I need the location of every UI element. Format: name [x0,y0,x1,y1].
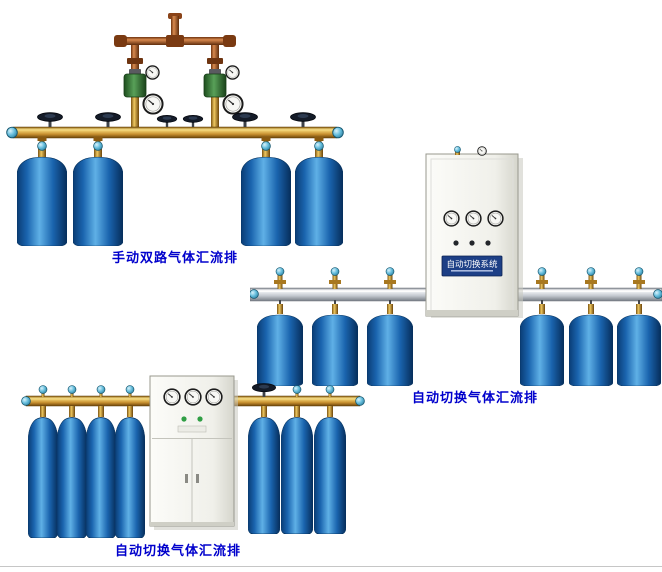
pressure-gauge-icon [142,93,164,115]
end-cap-knob-icon [653,289,662,299]
gas-cylinder [17,156,67,246]
end-cap-knob-icon [6,126,18,139]
control-cabinet [149,375,238,530]
gas-cylinder [57,417,87,538]
valve-knob-icon [38,385,48,394]
valve-knob-icon [37,141,47,151]
gas-cylinder [86,417,116,538]
pipe-valves [38,383,335,397]
indicator-light-icon [181,416,187,422]
pressure-gauge-icon [222,93,244,115]
valve-handwheel-icon [251,383,277,397]
cylinder-necks [40,406,333,417]
gas-cylinder [617,314,661,386]
photo-manual-dual-manifold [6,13,344,246]
pressure-gauge-icon [145,65,160,80]
valve-handwheel-icon [182,114,204,127]
pressure-gauge-icon [225,65,240,80]
pressure-gauge-icon [205,388,223,406]
bottom-divider [0,566,662,567]
gas-cylinder [28,417,58,538]
pressure-gauge-icon [465,210,482,227]
valve-knob-icon [634,267,644,276]
valve-handwheel-icon [290,112,316,127]
regulator-station-right [203,65,244,130]
valve-knob-icon [96,385,106,394]
caption-auto-switch-manifold-wall: 自动切换气体汇流排 [411,391,538,406]
end-cap-knob-icon [250,289,259,299]
valve-knob-icon [93,141,103,151]
photo-auto-switch-manifold-wall: 自动切换系统 [250,146,662,386]
pressure-gauge-icon [477,146,487,156]
valve-knob-icon [385,267,395,276]
pressure-gauge-icon [184,388,202,406]
pressure-gauge-icon [163,388,181,406]
end-cap-knob-icon [332,126,344,139]
indicator-light-icon [197,416,203,422]
gas-cylinder [314,417,346,534]
cylinder-connections [37,137,324,158]
gas-cylinder [367,314,413,386]
valve-knob-icon [325,385,335,394]
gas-cylinder [73,156,123,246]
valve-handwheel-icon [156,114,178,127]
valve-knob-icon [586,267,596,276]
valve-handwheel-icon [232,112,258,127]
photo-auto-switch-manifold-floor [21,375,365,538]
valve-knob-icon [275,267,285,276]
valve-knob-icon [537,267,547,276]
caption-manual-dual-manifold: 手动双路气体汇流排 [111,251,238,266]
gas-cylinder [520,314,564,386]
valve-knob-icon [125,385,135,394]
gas-cylinder [281,417,313,534]
gas-cylinder [569,314,613,386]
valve-knob-icon [330,267,340,276]
valve-knob-icon [292,385,302,394]
valve-knob-icon [67,385,77,394]
door-handle-icon [185,474,188,483]
valve-handwheel-icon [95,112,121,127]
caption-auto-switch-manifold-floor: 自动切换气体汇流排 [114,544,241,559]
rail-valves [274,267,645,289]
manifold-header-pipe [6,126,344,139]
valve-handwheel-icon [37,112,63,127]
copper-supply-assembly [114,13,236,77]
pressure-gauge-icon [443,210,460,227]
cylinder-hoses-and-necks [277,300,642,314]
control-cabinet: 自动切换系统 [425,146,523,318]
regulator-station-left [123,65,164,130]
cabinet-label: 自动切换系统 [446,259,498,270]
gas-cylinder [248,417,280,534]
end-cap-knob-icon [355,396,365,406]
door-handle-icon [196,474,199,483]
pressure-gauge-icon [487,210,504,227]
gas-cylinder [115,417,145,538]
header-valves [37,112,316,127]
valve-knob-icon [454,146,461,153]
end-cap-knob-icon [21,396,31,406]
